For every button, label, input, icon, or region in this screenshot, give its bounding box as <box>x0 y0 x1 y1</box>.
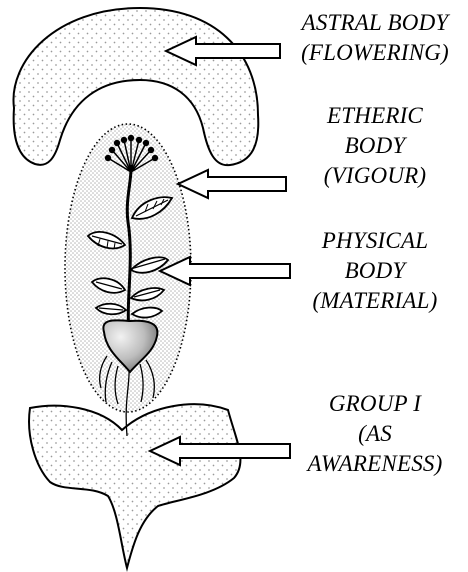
label-group-line3: AWARENESS) <box>290 449 460 479</box>
group-body-shape <box>29 404 240 568</box>
arrow-physical <box>160 257 290 285</box>
label-group-line1: GROUP I <box>290 389 460 419</box>
label-etheric-body: ETHERIC BODY (VIGOUR) <box>290 101 460 191</box>
label-group-awareness: GROUP I (AS AWARENESS) <box>290 389 460 479</box>
label-etheric-line2: BODY <box>290 131 460 161</box>
label-astral-line1: ASTRAL BODY <box>290 8 460 38</box>
label-etheric-line1: ETHERIC <box>290 101 460 131</box>
arrow-etheric <box>178 170 286 198</box>
label-astral-line2: (FLOWERING) <box>290 38 460 68</box>
label-physical-line3: (MATERIAL) <box>290 286 460 316</box>
label-etheric-line3: (VIGOUR) <box>290 161 460 191</box>
label-astral-body: ASTRAL BODY (FLOWERING) <box>290 8 460 68</box>
label-group-line2: (AS <box>290 419 460 449</box>
label-physical-body: PHYSICAL BODY (MATERIAL) <box>290 226 460 316</box>
label-physical-line2: BODY <box>290 256 460 286</box>
label-physical-line1: PHYSICAL <box>290 226 460 256</box>
